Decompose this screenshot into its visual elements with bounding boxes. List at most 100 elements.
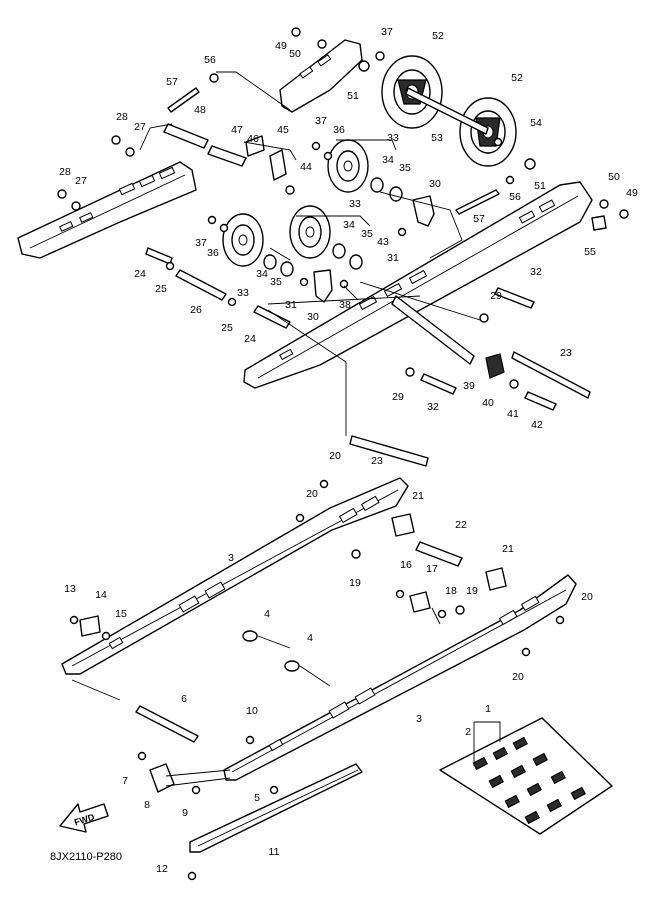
- callout-number: 37: [381, 26, 393, 38]
- callout-number: 37: [315, 115, 327, 127]
- callout-number: 27: [134, 121, 146, 133]
- track-lugs: [472, 736, 586, 825]
- callout-number: 41: [507, 408, 519, 420]
- callout-number: 47: [231, 124, 243, 136]
- upper-arm-right-slots: [279, 199, 556, 361]
- shaft-24-a: [145, 247, 173, 265]
- small-fasteners-lower: [69, 479, 565, 881]
- callout-number: 34: [343, 219, 355, 231]
- callout-number: 1: [485, 703, 491, 715]
- bolt-57-a: [167, 87, 200, 113]
- callout-number: 56: [204, 54, 216, 66]
- callout-number: 31: [285, 299, 297, 311]
- callout-number: 15: [115, 608, 127, 620]
- callout-number: 2: [465, 726, 471, 738]
- callout-number: 27: [75, 175, 87, 187]
- slider-11: [189, 763, 363, 853]
- callout-number: 46: [247, 133, 259, 145]
- bolt-32-b: [420, 373, 457, 395]
- upper-arm-plate-left-back: [17, 161, 197, 259]
- track-section: [439, 717, 613, 835]
- callout-number: 3: [416, 713, 422, 725]
- callout-number: 42: [531, 419, 543, 431]
- callout-number: 4: [264, 608, 270, 620]
- block-14: [79, 615, 101, 637]
- shaft-24-b: [253, 305, 291, 329]
- shaft-48: [163, 123, 209, 149]
- bolt-23-lower: [349, 435, 429, 467]
- bolt-42: [524, 391, 557, 411]
- bearings-34-35: [263, 177, 403, 277]
- callout-number: 39: [463, 380, 475, 392]
- bolt-32-a: [494, 287, 535, 309]
- callout-number: 20: [581, 591, 593, 603]
- callout-number: 52: [432, 30, 444, 42]
- slide-rail-back-slots: [108, 495, 380, 650]
- callout-number: 48: [194, 104, 206, 116]
- callout-number: 4: [307, 632, 313, 644]
- fwd-arrow-icon: [59, 803, 109, 833]
- callout-number: 51: [347, 90, 359, 102]
- mid-wheel-33-c: [222, 213, 264, 267]
- callout-number: 52: [511, 72, 523, 84]
- leader-lines-upper: [139, 71, 481, 436]
- callout-number: 5: [254, 792, 260, 804]
- callout-number: 26: [190, 304, 202, 316]
- callout-number: 21: [502, 543, 514, 555]
- callout-number: 11: [269, 846, 280, 858]
- callout-number: 6: [181, 693, 187, 705]
- callout-number: 12: [156, 863, 168, 875]
- callout-number: 38: [339, 299, 351, 311]
- callout-number: 40: [482, 397, 494, 409]
- callout-number: 34: [382, 154, 394, 166]
- callout-number: 10: [246, 705, 258, 717]
- callout-number: 24: [244, 333, 256, 345]
- block-17: [409, 591, 431, 613]
- callout-number: 16: [400, 559, 412, 571]
- callout-number: 23: [371, 455, 383, 467]
- mid-wheel-33-a: [327, 139, 369, 193]
- callout-number: 33: [349, 198, 361, 210]
- block-55: [591, 215, 607, 231]
- callout-number: 19: [466, 585, 478, 597]
- washer-4-a: [242, 630, 258, 642]
- bracket-30-lower: [313, 269, 333, 303]
- mid-wheel-33-b: [289, 205, 331, 259]
- callout-number: 18: [445, 585, 457, 597]
- callout-number: 36: [333, 124, 345, 136]
- block-21-b: [485, 567, 507, 591]
- callout-number: 24: [134, 268, 146, 280]
- callout-number: 56: [509, 191, 521, 203]
- callout-number: 30: [429, 178, 441, 190]
- callout-number: 32: [530, 266, 542, 278]
- shaft-22: [415, 541, 463, 567]
- diagram-code: 8JX2110-P280: [50, 851, 122, 863]
- callout-number: 35: [361, 228, 373, 240]
- callout-number: 28: [59, 166, 71, 178]
- shaft-39: [391, 295, 475, 365]
- block-40: [485, 353, 505, 379]
- upper-rear-arm-assembly: [17, 27, 629, 467]
- callout-number: 34: [256, 268, 268, 280]
- callout-number: 13: [64, 583, 76, 595]
- callout-number: 31: [387, 252, 399, 264]
- callout-number: 29: [490, 290, 502, 302]
- bolt-57-b: [455, 189, 500, 215]
- callout-number: 3: [228, 552, 234, 564]
- track-outline: [439, 717, 613, 835]
- bracket-30-top: [412, 195, 435, 227]
- block-21-a: [391, 513, 415, 537]
- callout-number: 55: [584, 246, 596, 258]
- callout-number: 32: [427, 401, 439, 413]
- callout-number: 36: [207, 247, 219, 259]
- callout-number: 51: [534, 180, 546, 192]
- callout-number: 53: [431, 132, 443, 144]
- callout-number: 17: [426, 563, 438, 575]
- callout-number: 22: [455, 519, 467, 531]
- callout-number: 54: [530, 117, 542, 129]
- callout-number: 20: [329, 450, 341, 462]
- idler-axle-53: [405, 87, 489, 135]
- upper-arm-plate-left-top: [279, 39, 363, 113]
- callout-number: 57: [473, 213, 485, 225]
